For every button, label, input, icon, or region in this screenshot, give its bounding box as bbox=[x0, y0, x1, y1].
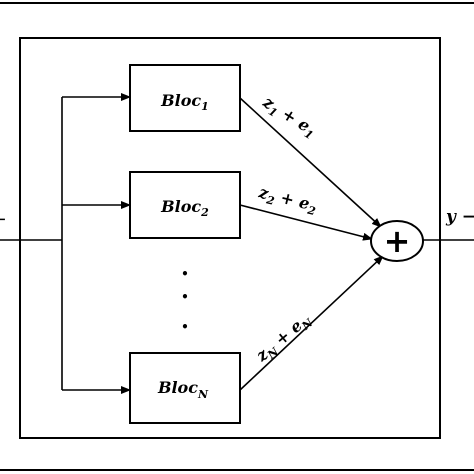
sum-symbol: + bbox=[384, 222, 411, 260]
bloc-2-label: Bloc2 bbox=[160, 197, 209, 219]
branch-label-2: z2 + e2 bbox=[255, 182, 319, 218]
bloc-1-box bbox=[129, 64, 241, 132]
system-boundary bbox=[19, 37, 441, 439]
branch-label-n: zN + eN bbox=[252, 309, 317, 368]
output-label: y − bbox=[445, 207, 474, 227]
ellipsis-dots-2: • bbox=[181, 290, 189, 304]
bloc-1-label: Bloc1 bbox=[160, 91, 209, 113]
ellipsis-dots-3: • bbox=[181, 320, 189, 334]
arrow-bloc-n-to-sum bbox=[239, 255, 384, 391]
branch-label-1: z1 + e1 bbox=[257, 92, 320, 143]
summing-junction bbox=[370, 220, 424, 262]
bloc-n-box bbox=[129, 352, 241, 424]
arrow-bloc-2-to-sum bbox=[239, 204, 373, 241]
input-label: ← bbox=[0, 212, 6, 228]
arrow-bloc-1-to-sum bbox=[239, 97, 382, 228]
bloc-n-label: BlocN bbox=[157, 378, 209, 401]
ellipsis-dots: • bbox=[181, 267, 189, 281]
